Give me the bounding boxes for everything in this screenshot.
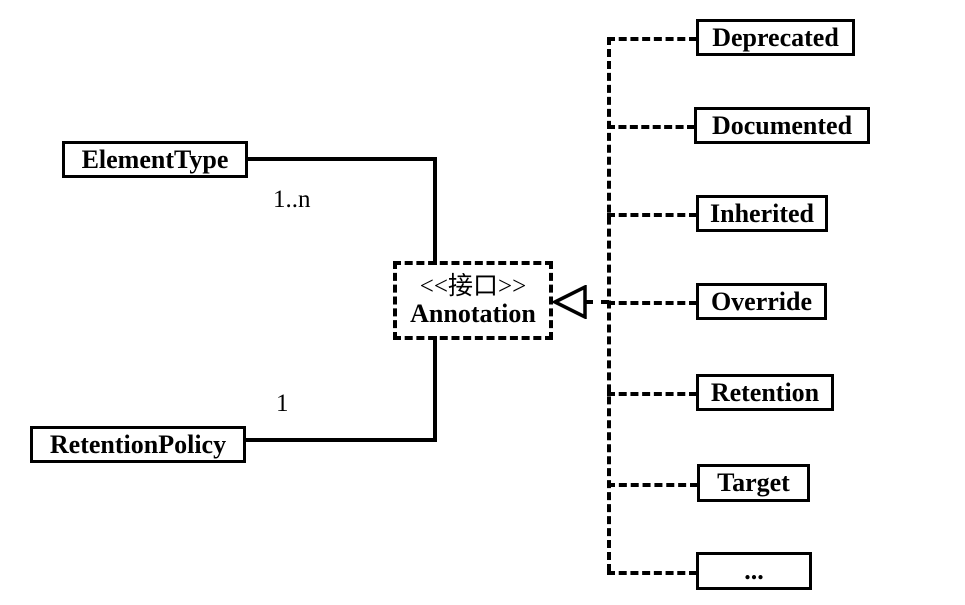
interface-node-label: Annotation bbox=[410, 299, 536, 328]
association-line-retentionpolicy-horizontal bbox=[244, 438, 437, 442]
class-node-elementtype[interactable]: ElementType bbox=[62, 141, 248, 178]
class-node-label: ... bbox=[744, 556, 764, 585]
class-node-label: ElementType bbox=[81, 144, 229, 174]
association-line-elementtype-vertical bbox=[433, 157, 437, 265]
class-node-label: Override bbox=[710, 286, 813, 316]
class-node-label: Inherited bbox=[710, 198, 814, 228]
realization-branch-inherited bbox=[607, 213, 697, 217]
association-line-retentionpolicy-vertical bbox=[433, 336, 437, 442]
class-node-documented[interactable]: Documented bbox=[694, 107, 870, 144]
stereotype-label: <<接口>> bbox=[419, 273, 527, 300]
multiplicity-label-retentionpolicy: 1 bbox=[276, 390, 289, 417]
class-node-label: Deprecated bbox=[712, 22, 839, 52]
realization-branch-retention bbox=[607, 392, 697, 396]
class-node-retentionpolicy[interactable]: RetentionPolicy bbox=[30, 426, 246, 463]
realization-branch-override bbox=[607, 301, 697, 305]
class-node-deprecated[interactable]: Deprecated bbox=[696, 19, 855, 56]
association-line-elementtype-horizontal bbox=[246, 157, 437, 161]
class-node-override[interactable]: Override bbox=[696, 283, 827, 320]
class-node-inherited[interactable]: Inherited bbox=[696, 195, 828, 232]
realization-line-trunk-stub bbox=[585, 300, 609, 304]
class-node-retention[interactable]: Retention bbox=[696, 374, 834, 411]
realization-branch-documented bbox=[607, 125, 695, 129]
realization-branch-target bbox=[607, 483, 698, 487]
realization-branch-deprecated bbox=[607, 37, 697, 41]
class-node-ellipsis[interactable]: ... bbox=[696, 552, 812, 590]
interface-node-annotation[interactable]: <<接口>> Annotation bbox=[393, 261, 553, 340]
multiplicity-label-elementtype: 1..n bbox=[273, 186, 311, 213]
class-node-label: Retention bbox=[710, 377, 820, 407]
class-node-label: RetentionPolicy bbox=[49, 429, 227, 459]
class-node-target[interactable]: Target bbox=[697, 464, 810, 502]
class-node-label: Documented bbox=[711, 110, 853, 140]
class-node-label: Target bbox=[717, 468, 790, 497]
realization-branch-ellipsis bbox=[607, 571, 697, 575]
